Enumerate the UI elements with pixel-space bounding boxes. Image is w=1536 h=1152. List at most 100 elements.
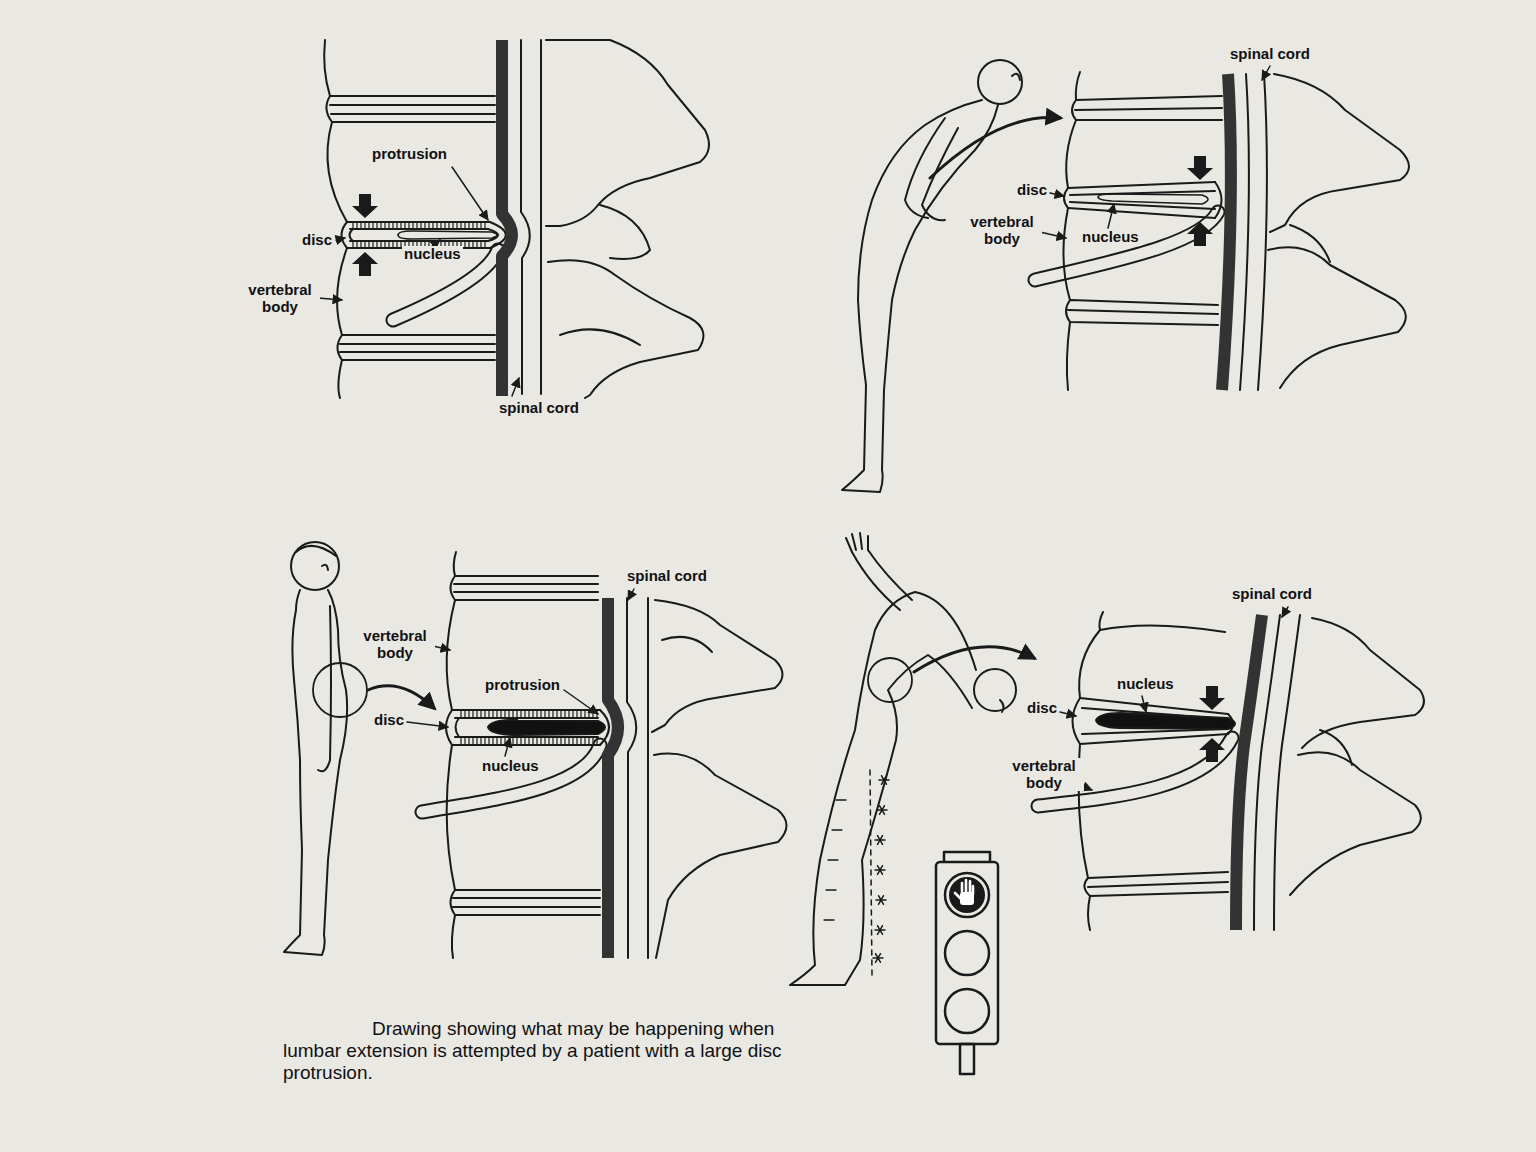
spine-section: [560, 329, 640, 345]
extending-figure: [879, 776, 889, 785]
spine-section: [1320, 730, 1352, 765]
spine-section: [1050, 193, 1064, 196]
spine-section: [352, 194, 378, 218]
flexed-figure: [978, 60, 1022, 104]
part-label: nucleus: [480, 758, 541, 775]
spine-section: [433, 646, 450, 650]
spine-section: [327, 122, 347, 222]
spine-section: [1084, 872, 1228, 896]
spine-section: [338, 360, 342, 398]
extending-figure: [877, 806, 887, 815]
spine-section: [451, 890, 601, 915]
spine-section: [338, 335, 496, 360]
spine-section: [454, 552, 456, 576]
traffic-light: [936, 862, 998, 1044]
spine-section: [1199, 686, 1225, 710]
spine-section: [342, 222, 354, 248]
spine-section: [1066, 300, 1218, 325]
spine-section: [488, 720, 605, 735]
flexed-figure: [930, 118, 1060, 179]
extending-figure: [846, 533, 868, 552]
spine-section: [1066, 120, 1076, 188]
extending-figure: [870, 770, 872, 975]
traffic-light: [945, 989, 989, 1033]
spine-section: [1270, 74, 1409, 232]
part-label: spinal cord: [497, 400, 581, 417]
spine-section: [1254, 615, 1300, 930]
part-label: disc: [1015, 182, 1049, 199]
traffic-light: [955, 880, 973, 899]
spine-section: [326, 96, 495, 122]
standing-figure: [284, 542, 434, 955]
spine-section: [447, 600, 455, 710]
spine-section: [318, 298, 342, 300]
spine-section: [548, 260, 703, 398]
spine-section: [502, 40, 512, 396]
spine-section: [1268, 247, 1406, 388]
standing-figure: [313, 663, 367, 717]
part-label: protrusion: [370, 146, 449, 163]
spine-section: [521, 40, 541, 394]
part-label: nucleus: [1080, 229, 1141, 246]
spine-section: [546, 40, 709, 226]
part-label: disc: [1025, 700, 1059, 717]
spine-section: [1076, 72, 1080, 100]
traffic-light: [945, 873, 989, 917]
spine-section: [600, 205, 650, 259]
extending-figure: [868, 658, 912, 702]
spine-section: [407, 722, 448, 727]
extending-figure: [875, 836, 885, 845]
spine-section: [318, 40, 709, 398]
spine-section: [447, 745, 455, 890]
part-label: vertebral body: [240, 282, 320, 315]
part-label: spinal cord: [1230, 586, 1314, 603]
spine-section: [452, 167, 488, 220]
spine-section: [1290, 752, 1421, 895]
spine-section: [324, 40, 330, 96]
spine-section: [512, 378, 519, 396]
spine-section: [1067, 322, 1070, 390]
spine-section: [1063, 208, 1070, 300]
part-label: nucleus: [1115, 676, 1176, 693]
flexed-figure: [922, 128, 958, 220]
spine-section: [1060, 712, 1076, 716]
traffic-light: [945, 931, 989, 975]
spine-section: [337, 248, 347, 335]
figure-caption: Drawing showing what may be happening wh…: [283, 1018, 831, 1084]
spine-section: [1038, 607, 1424, 930]
spine-section: [1035, 66, 1409, 390]
traffic-light: [950, 878, 984, 912]
spine-section: [1064, 182, 1222, 218]
part-label: vertebral body: [962, 214, 1042, 247]
spine-section: [608, 598, 618, 958]
spine-section: [1088, 896, 1090, 930]
spine-section: [407, 552, 787, 958]
spine-section: [1100, 625, 1225, 632]
traffic-light: [936, 852, 998, 1074]
spine-section: [1098, 194, 1208, 204]
flexed-figure: [1012, 74, 1020, 80]
spine-section: [1079, 630, 1100, 698]
spine-section: [1240, 74, 1267, 390]
spine-section: [564, 690, 598, 714]
spine-section: [451, 576, 599, 600]
spine-section: [505, 738, 510, 756]
spine-section: [1035, 212, 1218, 280]
part-label: spinal cord: [1228, 46, 1312, 63]
part-label: spinal cord: [625, 568, 709, 585]
spine-section: [1187, 156, 1213, 180]
extending-figure: [852, 550, 912, 610]
standing-figure: [322, 565, 328, 570]
standing-figure: [368, 686, 434, 708]
flexed-figure: [842, 60, 1060, 492]
spine-section: [1236, 615, 1262, 930]
extending-figure: [875, 866, 885, 875]
part-label: disc: [300, 232, 334, 249]
spine-section: [627, 598, 648, 958]
spine-section: [398, 231, 497, 239]
extending-figure: [1000, 700, 1004, 712]
standing-figure: [291, 542, 339, 590]
traffic-light: [960, 1044, 974, 1074]
